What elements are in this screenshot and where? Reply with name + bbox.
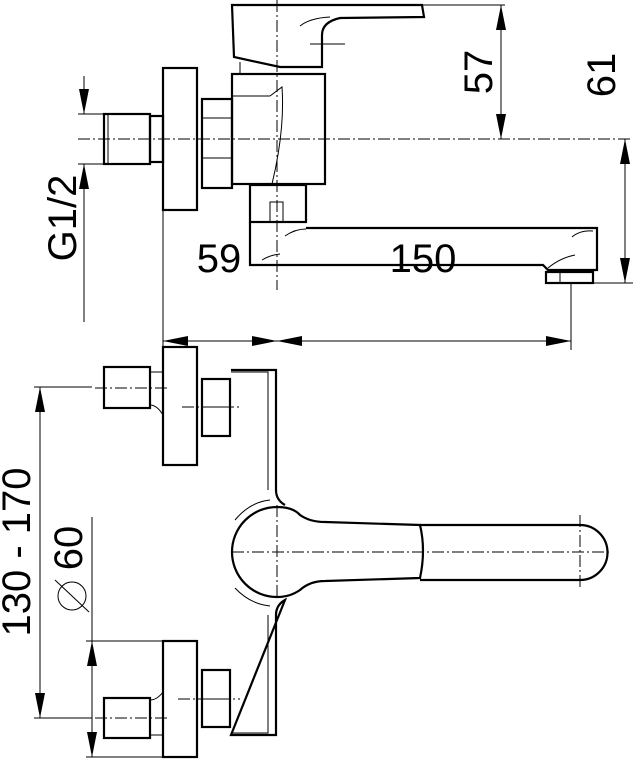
dim-150-label: 150 (390, 237, 457, 281)
dim-thread-label: G1/2 (41, 175, 85, 262)
connection-nut (200, 97, 234, 190)
mixer-body (230, 72, 327, 186)
lever-handle (230, 3, 426, 69)
handle-detail (299, 16, 331, 27)
spout (248, 222, 599, 272)
bottom-flange (161, 639, 199, 759)
diameter-symbol-icon (54, 579, 90, 613)
front-lever-handle (230, 505, 425, 599)
dim-57-label: 57 (457, 50, 501, 95)
dim-flange-diameter-label: 60 (47, 526, 91, 571)
aerator (544, 270, 595, 285)
body-plate (229, 368, 288, 737)
spout-collar (248, 183, 308, 224)
dim-inlet-spacing-label: 130 - 170 (0, 467, 39, 636)
dim-59-label: 59 (197, 237, 242, 281)
top-flange (161, 345, 199, 467)
dim-61-label: 61 (580, 53, 624, 98)
side-view: 57 61 G1/2 59 150 (41, 0, 633, 350)
front-view: 130 - 170 60 (0, 345, 610, 759)
body-curve (269, 86, 284, 185)
